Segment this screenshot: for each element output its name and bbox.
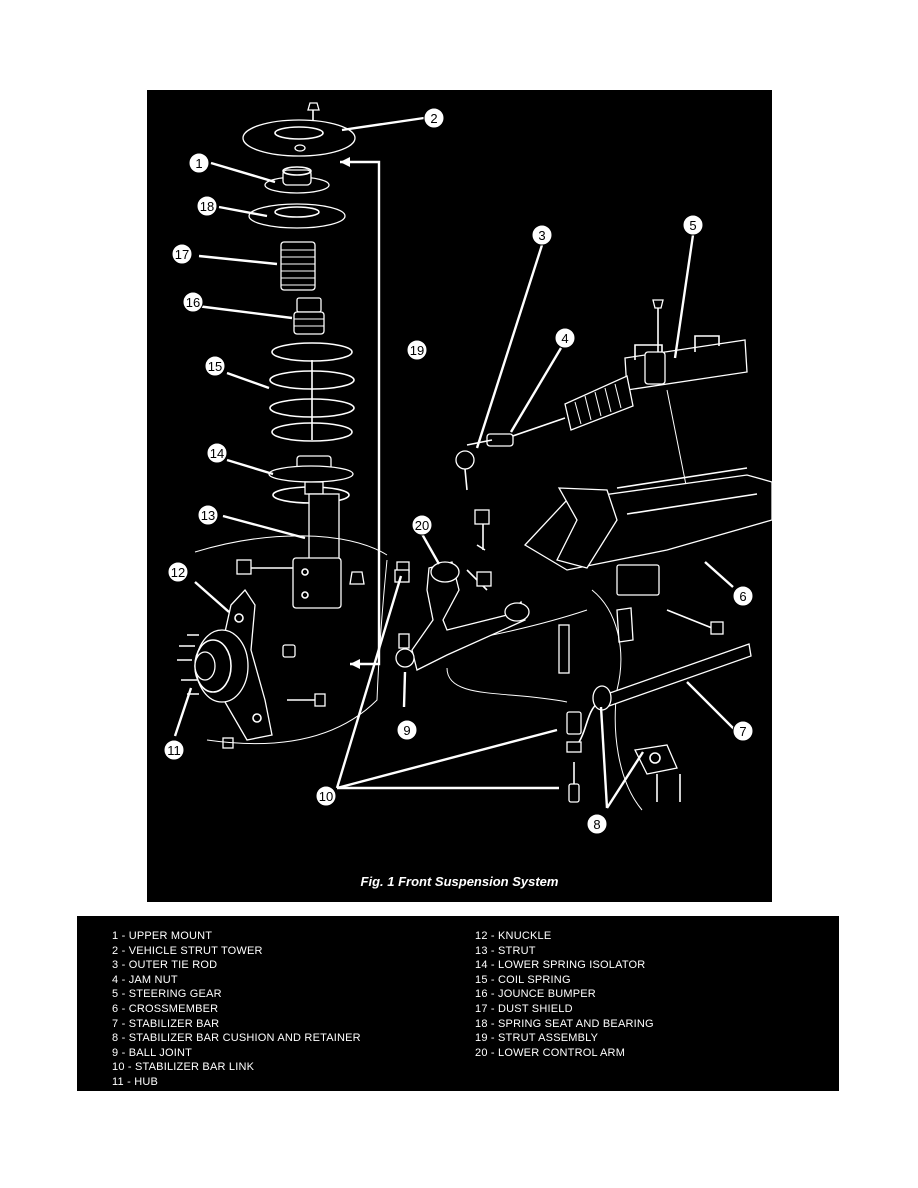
- svg-text:15: 15: [208, 359, 222, 374]
- svg-text:4: 4: [561, 331, 568, 346]
- legend-item: 7 - STABILIZER BAR: [112, 1017, 220, 1030]
- callout-10: 10: [315, 785, 337, 807]
- steering-gear-shape: [455, 299, 748, 491]
- legend-item: 13 - STRUT: [475, 944, 536, 957]
- legend-column-left: 1 - UPPER MOUNT 2 - VEHICLE STRUT TOWER …: [112, 929, 361, 1090]
- callout-13: 13: [197, 504, 219, 526]
- legend-item: 8 - STABILIZER BAR CUSHION AND RETAINER: [112, 1032, 361, 1045]
- lower-control-arm-shape: [394, 561, 530, 671]
- coil-spring-shape: [269, 342, 355, 442]
- callout-1: 1: [188, 152, 210, 174]
- legend-item: 9 - BALL JOINT: [112, 1046, 193, 1059]
- svg-text:3: 3: [538, 228, 545, 243]
- legend-item: 4 - JAM NUT: [112, 973, 178, 986]
- svg-text:10: 10: [319, 789, 333, 804]
- svg-text:2: 2: [430, 111, 437, 126]
- svg-text:14: 14: [210, 446, 224, 461]
- strut-body-shape: [236, 481, 365, 609]
- legend-item: 3 - OUTER TIE ROD: [112, 959, 218, 972]
- parts-legend: 1 - UPPER MOUNT 2 - VEHICLE STRUT TOWER …: [77, 916, 839, 1091]
- legend-item: 10 - STABILIZER BAR LINK: [112, 1061, 255, 1074]
- legend-column-right: 12 - KNUCKLE 13 - STRUT 14 - LOWER SPRIN…: [475, 929, 654, 1060]
- svg-text:12: 12: [171, 565, 185, 580]
- callout-15: 15: [204, 355, 226, 377]
- suspension-figure: 1 2 3 4 5 6 7 8 9 10 11 12 13 14 15 16 1…: [147, 90, 772, 902]
- strut-assembly-bracket: [340, 160, 381, 666]
- callout-5: 5: [682, 214, 704, 236]
- svg-text:16: 16: [186, 295, 200, 310]
- jounce-bumper-shape: [293, 297, 325, 335]
- svg-text:9: 9: [403, 723, 410, 738]
- svg-text:19: 19: [410, 343, 424, 358]
- callout-3: 3: [531, 224, 553, 246]
- callout-18: 18: [196, 195, 218, 217]
- suspension-drawing: 1 2 3 4 5 6 7 8 9 10 11 12 13 14 15 16 1…: [163, 102, 772, 835]
- legend-item: 1 - UPPER MOUNT: [112, 930, 213, 942]
- callout-6: 6: [732, 585, 754, 607]
- callout-14: 14: [206, 442, 228, 464]
- callout-8: 8: [586, 813, 608, 835]
- callout-19: 19: [406, 339, 428, 361]
- legend-item: 11 - HUB: [112, 1075, 159, 1088]
- legend-item: 2 - VEHICLE STRUT TOWER: [112, 944, 263, 957]
- callout-12: 12: [167, 561, 189, 583]
- svg-text:7: 7: [739, 724, 746, 739]
- legend-item: 15 - COIL SPRING: [475, 973, 571, 986]
- callout-2: 2: [423, 107, 445, 129]
- spring-seat-shape: [248, 203, 346, 229]
- upper-mount-shape: [264, 166, 330, 194]
- stabilizer-bar-shape: [446, 643, 752, 803]
- callout-17: 17: [171, 243, 193, 265]
- legend-item: 14 - LOWER SPRING ISOLATOR: [475, 959, 646, 972]
- svg-text:18: 18: [200, 199, 214, 214]
- legend-item: 5 - STEERING GEAR: [112, 988, 222, 1001]
- svg-text:6: 6: [739, 589, 746, 604]
- legend-item: 16 - JOUNCE BUMPER: [475, 988, 596, 1001]
- svg-text:13: 13: [201, 508, 215, 523]
- svg-text:11: 11: [167, 743, 181, 758]
- svg-text:5: 5: [689, 218, 696, 233]
- callout-11: 11: [163, 739, 185, 761]
- callout-7: 7: [732, 720, 754, 742]
- callout-16: 16: [182, 291, 204, 313]
- legend-item: 17 - DUST SHIELD: [475, 1002, 573, 1015]
- dust-shield-shape: [280, 241, 316, 291]
- callout-9: 9: [396, 719, 418, 741]
- legend-item: 6 - CROSSMEMBER: [112, 1002, 219, 1015]
- svg-text:20: 20: [415, 518, 429, 533]
- legend-item: 19 - STRUT ASSEMBLY: [475, 1032, 599, 1045]
- legend-item: 18 - SPRING SEAT AND BEARING: [475, 1017, 654, 1030]
- knuckle-hub-shape: [177, 588, 326, 749]
- callout-20: 20: [411, 514, 433, 536]
- leader-lines: [173, 116, 736, 809]
- svg-text:17: 17: [175, 247, 189, 262]
- callout-4: 4: [554, 327, 576, 349]
- figure-caption: Fig. 1 Front Suspension System: [360, 874, 559, 889]
- strut-tower-shape: [242, 119, 356, 157]
- svg-text:1: 1: [195, 156, 202, 171]
- legend-item: 12 - KNUCKLE: [475, 930, 552, 942]
- legend-item: 20 - LOWER CONTROL ARM: [475, 1046, 626, 1059]
- svg-text:8: 8: [593, 817, 600, 832]
